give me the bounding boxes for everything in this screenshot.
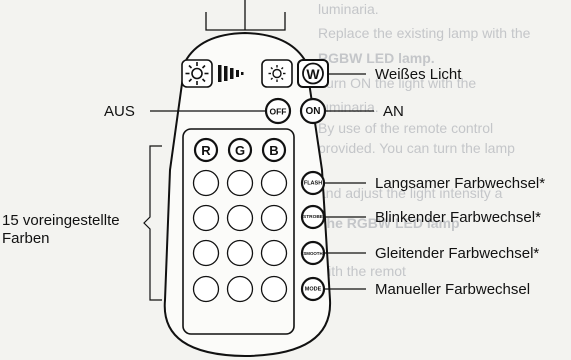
label-presets: 15 voreingestellte: [2, 212, 120, 229]
preset-color-button[interactable]: [260, 275, 288, 303]
preset-color-button[interactable]: [226, 204, 254, 232]
brightness-bars-icon: [218, 65, 244, 82]
bg-line: The RGBW LED lamp: [318, 215, 460, 231]
preset-color-button[interactable]: [192, 169, 220, 197]
smooth-button-label: SMOOTH: [303, 251, 322, 256]
off-button-label: OFF: [270, 107, 287, 117]
label-slow-fade: Langsamer Farbwechsel*: [375, 175, 546, 192]
bg-line: RGBW LED lamp.: [318, 50, 435, 66]
bg-line: and adjust the light intensity a: [318, 185, 503, 201]
white-light-button-label: W: [306, 66, 320, 82]
red-button-label: R: [201, 143, 211, 158]
leader-lines: [143, 73, 374, 301]
label-on: AN: [383, 103, 404, 120]
label-flashing: Blinkender Farbwechsel*: [375, 209, 541, 226]
preset-color-button[interactable]: [226, 169, 254, 197]
label-white-light: Weißes Licht: [375, 66, 462, 83]
green-button[interactable]: [227, 137, 253, 163]
bg-line: luminaria.: [318, 1, 379, 17]
flash-button-label: FLASH: [304, 181, 322, 187]
brightness-down-button[interactable]: [261, 59, 293, 88]
preset-color-button[interactable]: [226, 239, 254, 267]
preset-color-button[interactable]: [260, 204, 288, 232]
preset-brace: [143, 145, 162, 301]
label-smooth: Gleitender Farbwechsel*: [375, 245, 540, 262]
label-off: AUS: [104, 103, 135, 120]
blue-button-label: B: [269, 143, 278, 158]
mode-button-label: MODE: [305, 287, 322, 293]
bg-line: By use of the remote control: [318, 120, 493, 136]
preset-color-button[interactable]: [260, 169, 288, 197]
white-light-button-ring: [302, 62, 324, 85]
bg-line: Turn ON the light with the: [318, 75, 476, 91]
ir-emitter-bracket: [205, 0, 286, 31]
color-panel: [182, 128, 295, 335]
strobe-button-label: STROBE: [303, 214, 324, 220]
preset-color-button[interactable]: [226, 275, 254, 303]
preset-color-button[interactable]: [260, 239, 288, 267]
label-manual: Manueller Farbwechsel: [375, 281, 531, 298]
preset-color-button[interactable]: [192, 275, 220, 303]
sun-small-icon: [268, 65, 286, 82]
red-button[interactable]: [193, 137, 219, 163]
preset-color-grid: [192, 169, 288, 303]
preset-color-button[interactable]: [192, 204, 220, 232]
bg-line: with the remot: [317, 263, 406, 279]
preset-color-button[interactable]: [192, 239, 220, 267]
top-button-row: W: [181, 59, 329, 88]
sun-large-icon: [185, 62, 209, 85]
label-colors: Farben: [2, 230, 50, 247]
green-button-label: G: [235, 143, 245, 158]
on-button-label: ON: [306, 106, 321, 117]
blue-button[interactable]: [261, 137, 287, 163]
bg-line: provided. You can turn the lamp: [318, 140, 515, 156]
bg-line: Replace the existing lamp with the: [318, 25, 531, 41]
